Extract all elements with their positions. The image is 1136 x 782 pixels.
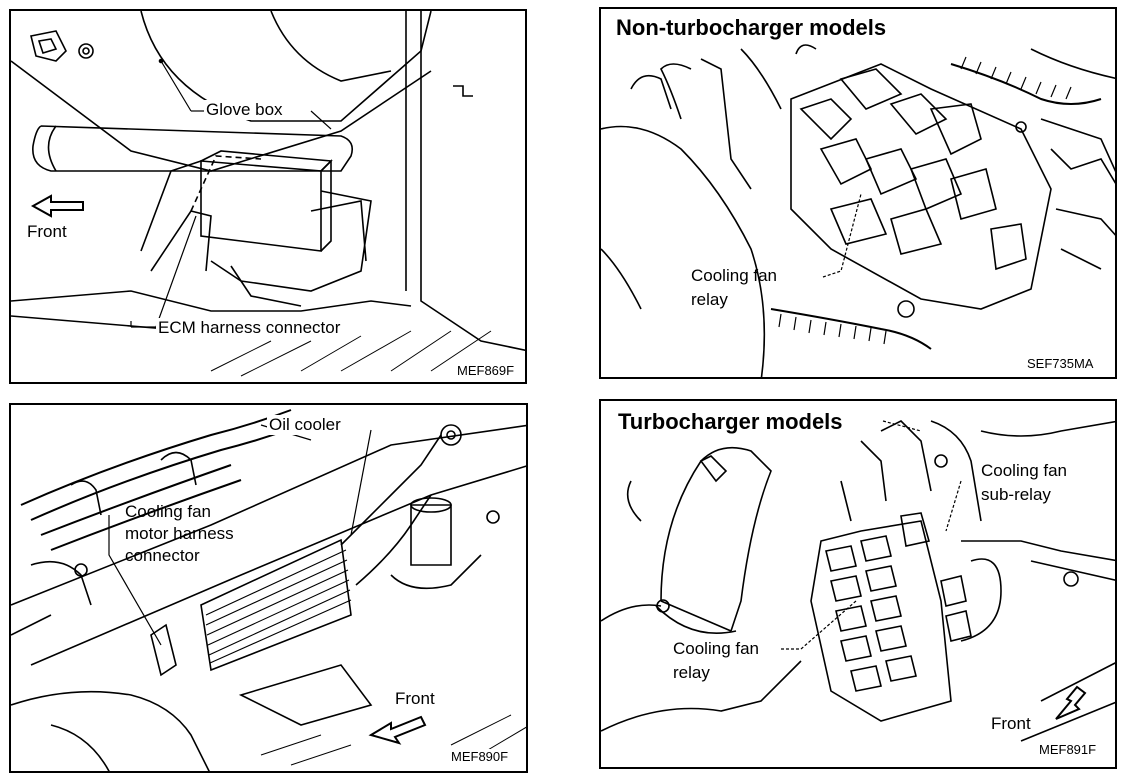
turbo-title: Turbocharger models bbox=[615, 409, 846, 435]
front-label: Front bbox=[395, 689, 435, 708]
ecm-location-drawing bbox=[11, 11, 525, 377]
glove-box-label: Glove box bbox=[204, 100, 285, 120]
panel-ecm-location: Glove box Front ECM harness connector ME… bbox=[9, 9, 527, 384]
oil-cooler-label: Oil cooler bbox=[267, 415, 343, 435]
cooling-fan-relay-label-line2: relay bbox=[673, 663, 710, 682]
panel-fan-motor-connector: Oil cooler Cooling fan motor harness con… bbox=[9, 403, 528, 773]
cooling-fan-sub-relay-label-line2: sub-relay bbox=[981, 485, 1051, 504]
harness-connector-label-line2: motor harness bbox=[125, 524, 234, 543]
cooling-fan-relay-label-line1: Cooling fan bbox=[673, 639, 760, 658]
figure-code: MEF890F bbox=[449, 749, 511, 764]
figure-code: MEF891F bbox=[1037, 742, 1099, 757]
non-turbo-relay-drawing bbox=[601, 44, 1115, 377]
ecm-harness-connector-label: ECM harness connector bbox=[156, 318, 343, 338]
figure-code: SEF735MA bbox=[1025, 356, 1096, 371]
panel-turbo-relay: Turbocharger models Cooling fan sub-rela… bbox=[599, 399, 1117, 769]
non-turbo-title: Non-turbocharger models bbox=[613, 15, 890, 41]
harness-connector-label-line3: connector bbox=[125, 546, 200, 565]
front-label: Front bbox=[991, 714, 1031, 733]
fan-motor-connector-drawing bbox=[11, 409, 526, 771]
cooling-fan-relay-label-line1: Cooling fan bbox=[691, 266, 778, 285]
turbo-relay-drawing bbox=[601, 420, 1115, 742]
front-label: Front bbox=[27, 222, 67, 241]
figure-code: MEF869F bbox=[455, 363, 517, 378]
cooling-fan-relay-label-line2: relay bbox=[691, 290, 728, 309]
cooling-fan-sub-relay-label-line1: Cooling fan bbox=[981, 461, 1068, 480]
harness-connector-label-line1: Cooling fan bbox=[125, 502, 212, 521]
panel-non-turbo-relay: Non-turbocharger models Cooling fan rela… bbox=[599, 7, 1117, 379]
